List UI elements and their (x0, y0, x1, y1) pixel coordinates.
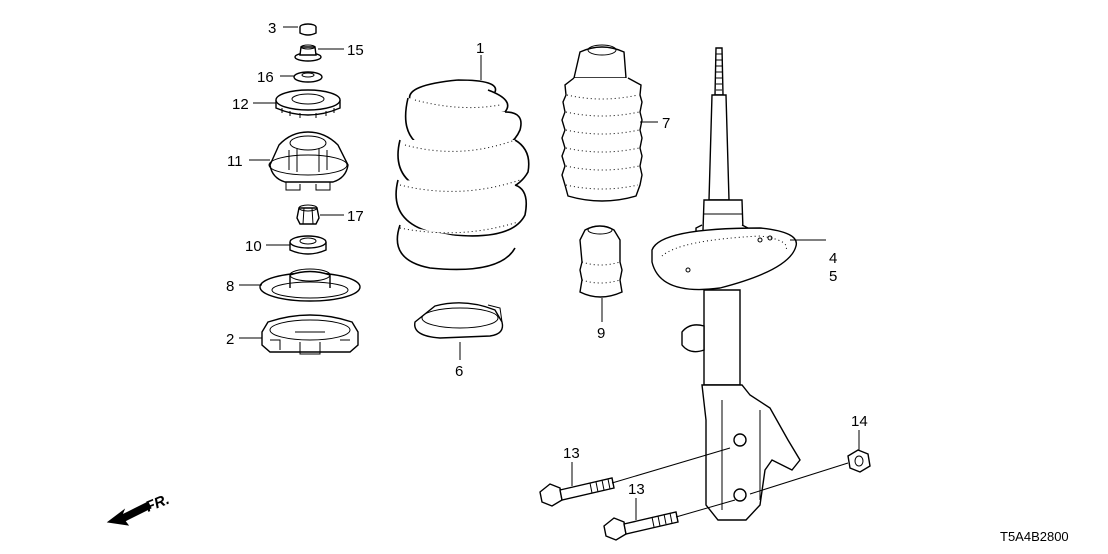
callout-9: 9 (597, 325, 605, 342)
callout-16: 16 (257, 69, 274, 86)
direction-label: FR. (143, 491, 172, 516)
part-damper-strut (651, 47, 801, 521)
callout-10: 10 (245, 238, 262, 255)
part-bearing (275, 89, 341, 118)
part-flange-nut (294, 44, 322, 62)
part-washer (293, 71, 323, 83)
callout-7: 7 (662, 115, 670, 132)
part-flange-nut-14 (847, 449, 871, 473)
part-coil-spring (395, 79, 530, 271)
diagram-code: T5A4B2800 (1000, 529, 1069, 544)
leader-lines (239, 26, 860, 520)
callout-3: 3 (268, 20, 276, 37)
part-flange-bolt-upper (539, 477, 615, 507)
front-direction-arrow-icon (106, 501, 152, 526)
callout-14: 14 (851, 413, 868, 430)
callout-13-lower: 13 (628, 481, 645, 498)
part-mount-base (261, 314, 359, 355)
callout-8: 8 (226, 278, 234, 295)
part-dust-boot (561, 44, 643, 202)
callout-12: 12 (232, 96, 249, 113)
callout-5: 5 (829, 268, 837, 285)
part-spring-seat-upper (259, 268, 361, 302)
callout-15: 15 (347, 42, 364, 59)
callout-1: 1 (476, 40, 484, 57)
part-mount-rubber (268, 131, 349, 191)
callout-13-upper: 13 (563, 445, 580, 462)
part-bushing (289, 235, 327, 255)
part-flange-bolt-lower (603, 511, 679, 541)
callout-4: 4 (829, 250, 837, 267)
callout-11: 11 (227, 153, 243, 170)
part-spring-seat-lower (414, 302, 504, 339)
callout-6: 6 (455, 363, 463, 380)
part-nut (296, 204, 320, 225)
part-bump-stop (579, 225, 623, 298)
callout-2: 2 (226, 331, 234, 348)
part-cap (299, 23, 317, 36)
callout-17: 17 (347, 208, 364, 225)
